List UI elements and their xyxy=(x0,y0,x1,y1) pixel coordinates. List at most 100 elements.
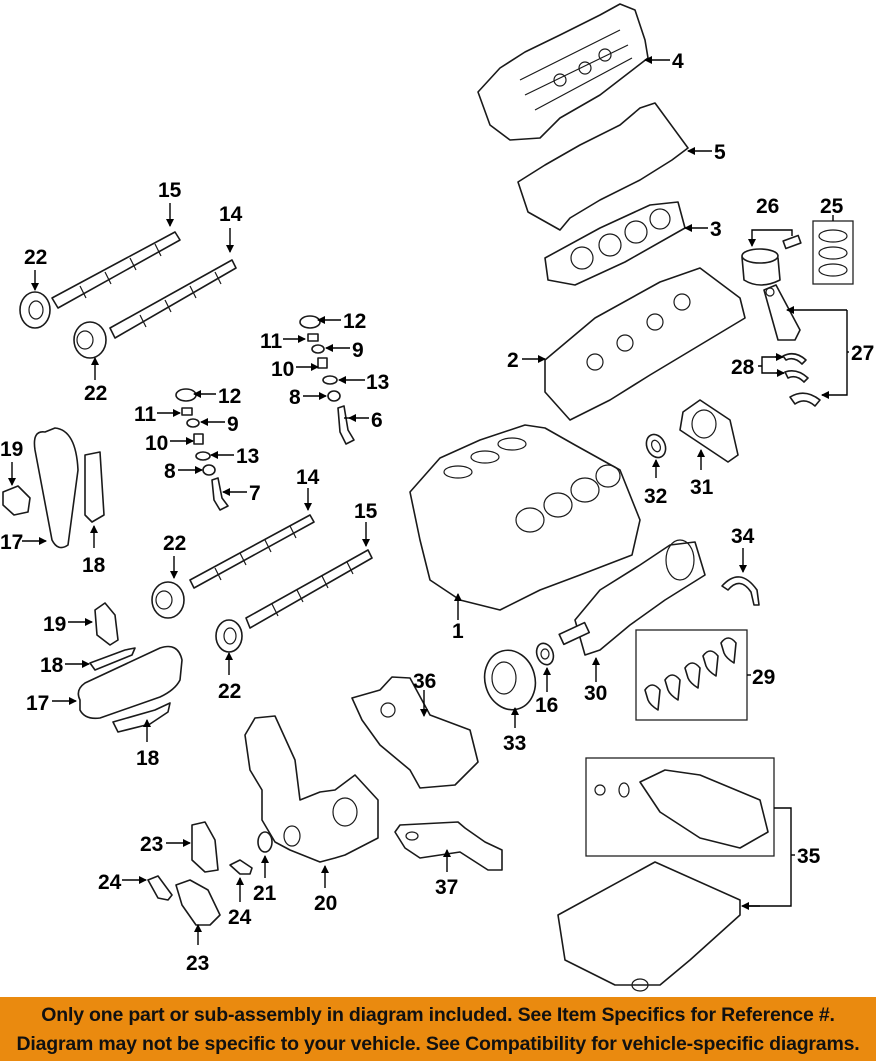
part-cam-sprocket-upper-left[interactable] xyxy=(19,291,51,329)
callout-22-upper-left[interactable]: 22 xyxy=(24,246,47,269)
callout-18-middle[interactable]: 18 xyxy=(40,654,64,677)
callout-21[interactable]: 21 xyxy=(253,882,277,905)
part-cam-sprocket-upper-right[interactable] xyxy=(73,321,107,359)
callout-18-lower[interactable]: 18 xyxy=(136,747,160,770)
oil-pan-box xyxy=(585,757,775,857)
callout-1[interactable]: 1 xyxy=(452,620,464,643)
callout-22-upper-right[interactable]: 22 xyxy=(84,382,107,405)
part-camshaft-lower-14[interactable] xyxy=(189,514,315,589)
part-chain-guide-lower-lower[interactable] xyxy=(112,702,171,733)
callout-14-upper[interactable]: 14 xyxy=(219,203,243,226)
part-vvt-solenoid-cover-lower[interactable] xyxy=(175,879,221,926)
part-chain-guide-upper[interactable] xyxy=(84,451,105,523)
part-vvt-solenoid-cover-upper[interactable] xyxy=(191,821,219,873)
part-camshaft-upper-14[interactable] xyxy=(109,259,237,339)
callout-2[interactable]: 2 xyxy=(507,349,519,372)
part-rod-bearings[interactable] xyxy=(782,352,809,383)
part-crankshaft-pulley[interactable] xyxy=(478,645,542,716)
callout-19-lower[interactable]: 19 xyxy=(43,613,66,636)
callout-12-right[interactable]: 12 xyxy=(343,310,366,333)
callout-34[interactable]: 34 xyxy=(731,525,755,548)
callout-17-upper[interactable]: 17 xyxy=(0,531,23,554)
part-thrust-washer[interactable] xyxy=(721,576,760,606)
callout-23-lower[interactable]: 23 xyxy=(186,952,209,975)
callout-7[interactable]: 7 xyxy=(249,482,261,505)
part-cam-sprocket-lower-left[interactable] xyxy=(151,581,185,619)
part-oil-pickup[interactable] xyxy=(394,821,503,871)
callout-24-left[interactable]: 24 xyxy=(98,871,122,894)
callout-23-upper[interactable]: 23 xyxy=(140,833,163,856)
part-valve-cover[interactable] xyxy=(477,3,649,141)
part-cylinder-head[interactable] xyxy=(544,267,746,421)
callout-28[interactable]: 28 xyxy=(731,356,755,379)
part-engine-block[interactable] xyxy=(409,424,641,611)
callout-30[interactable]: 30 xyxy=(584,682,607,705)
part-chain-tensioner-upper[interactable] xyxy=(2,485,31,516)
callout-17-lower[interactable]: 17 xyxy=(26,692,49,715)
callout-15-lower[interactable]: 15 xyxy=(354,500,378,523)
engine-parts-diagram: 4 5 3 26 25 2 27 xyxy=(0,3,874,992)
callout-18-upper[interactable]: 18 xyxy=(82,554,106,577)
callout-15-upper[interactable]: 15 xyxy=(158,179,182,202)
part-rear-main-seal-retainer[interactable] xyxy=(679,399,739,463)
part-chain-guide-lower-upper[interactable] xyxy=(89,647,136,671)
callout-31[interactable]: 31 xyxy=(690,476,714,499)
callout-36[interactable]: 36 xyxy=(413,670,436,693)
callout-13-left[interactable]: 13 xyxy=(236,445,259,468)
part-main-bearings[interactable] xyxy=(644,637,737,711)
callout-12-left[interactable]: 12 xyxy=(218,385,241,408)
callout-19-upper[interactable]: 19 xyxy=(0,438,23,461)
callout-33[interactable]: 33 xyxy=(503,732,526,755)
callout-11-right[interactable]: 11 xyxy=(260,330,283,353)
part-camshaft-lower-15[interactable] xyxy=(245,549,373,629)
callout-8-left[interactable]: 8 xyxy=(164,460,176,483)
callout-9-left[interactable]: 9 xyxy=(227,413,239,436)
part-oil-pump[interactable] xyxy=(351,676,479,789)
leader-35 xyxy=(744,807,792,907)
part-timing-chain-lower[interactable] xyxy=(77,645,183,720)
valve-train-group-right[interactable] xyxy=(299,315,355,445)
callout-27[interactable]: 27 xyxy=(851,342,874,365)
callout-16[interactable]: 16 xyxy=(535,694,558,717)
callout-6[interactable]: 6 xyxy=(371,409,383,432)
part-timing-cover-seal[interactable] xyxy=(257,831,273,853)
part-front-crank-seal[interactable] xyxy=(534,641,557,667)
part-vvt-solenoid-right[interactable] xyxy=(229,859,253,875)
callout-22-lower-right[interactable]: 22 xyxy=(218,680,241,703)
part-piston[interactable] xyxy=(741,234,802,286)
callout-26[interactable]: 26 xyxy=(756,195,779,218)
part-connecting-rod[interactable] xyxy=(763,284,821,407)
callout-24-right[interactable]: 24 xyxy=(228,906,252,929)
callout-13-right[interactable]: 13 xyxy=(366,371,389,394)
part-head-gasket[interactable] xyxy=(544,201,686,286)
callout-10-left[interactable]: 10 xyxy=(145,432,168,455)
part-valve-cover-gasket[interactable] xyxy=(517,102,689,231)
callout-3[interactable]: 3 xyxy=(710,218,722,241)
callout-22-lower-left[interactable]: 22 xyxy=(163,532,186,555)
callout-9-right[interactable]: 9 xyxy=(352,339,364,362)
valve-train-group-left[interactable] xyxy=(175,388,229,511)
callout-10-right[interactable]: 10 xyxy=(271,358,294,381)
callout-5[interactable]: 5 xyxy=(714,141,726,164)
part-oil-pan-lower[interactable] xyxy=(594,769,769,849)
callout-32[interactable]: 32 xyxy=(644,485,667,508)
callout-35[interactable]: 35 xyxy=(797,845,821,868)
part-timing-chain-upper[interactable] xyxy=(33,427,79,549)
part-crankshaft-seal[interactable] xyxy=(643,431,669,460)
callout-4[interactable]: 4 xyxy=(672,50,684,73)
part-crankshaft[interactable] xyxy=(558,539,706,656)
part-oil-pan-upper[interactable] xyxy=(557,861,741,992)
callout-11-left[interactable]: 11 xyxy=(134,403,157,426)
part-chain-tensioner-lower[interactable] xyxy=(94,602,119,646)
part-timing-cover[interactable] xyxy=(244,715,379,863)
part-piston-rings[interactable] xyxy=(818,229,848,277)
callout-25[interactable]: 25 xyxy=(820,195,844,218)
callout-29[interactable]: 29 xyxy=(752,666,775,689)
part-cam-sprocket-lower-right[interactable] xyxy=(215,619,243,653)
part-vvt-solenoid-left[interactable] xyxy=(147,875,173,901)
callout-20[interactable]: 20 xyxy=(314,892,337,915)
callout-37[interactable]: 37 xyxy=(435,876,458,899)
part-camshaft-upper-15[interactable] xyxy=(51,231,181,309)
callout-14-lower[interactable]: 14 xyxy=(296,466,320,489)
callout-8-right[interactable]: 8 xyxy=(289,386,301,409)
